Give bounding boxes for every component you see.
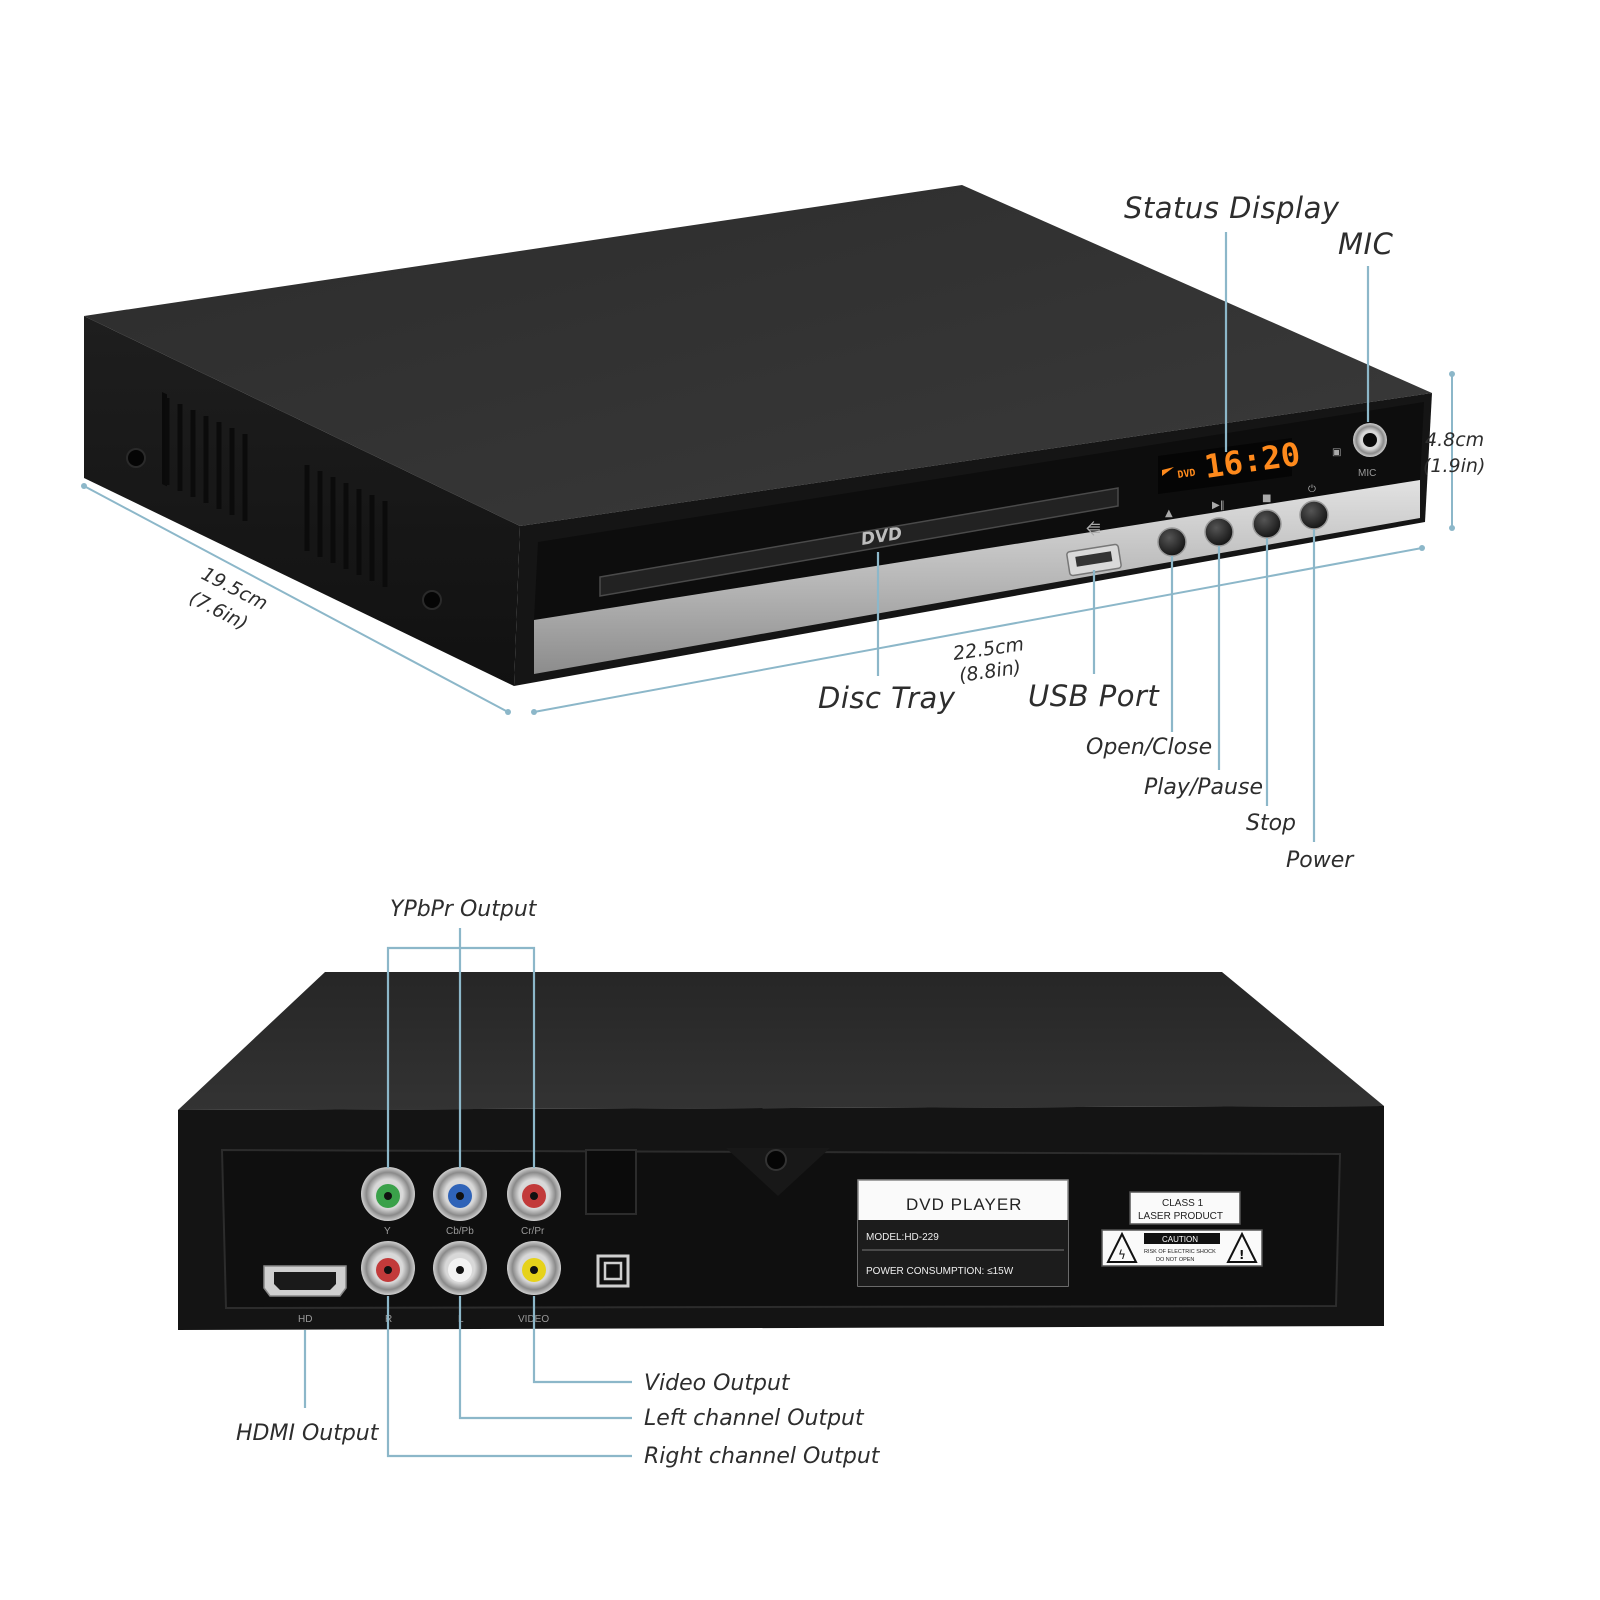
dimension-lines [83, 374, 1453, 713]
callout-ypbpr-output: YPbPr Output [390, 897, 538, 922]
callout-hdmi-output: HDMI Output [236, 1421, 380, 1446]
callout-power: Power [1286, 848, 1355, 873]
usb-port-inner [1075, 551, 1113, 567]
callout-usb-port: USB Port [1028, 679, 1160, 713]
mic-jack-label: MIC [1358, 468, 1376, 479]
callout-mic: MIC [1338, 227, 1394, 261]
svg-text:ϟ: ϟ [1118, 1248, 1126, 1262]
double-insulation-icon [596, 1254, 630, 1288]
jack-l[interactable] [433, 1241, 487, 1295]
caution-title: CAUTION [1162, 1235, 1198, 1244]
rear-notch [726, 1148, 830, 1196]
disc-tray-slot [599, 487, 1119, 597]
side-screw-rear [422, 590, 442, 610]
rear-view: HD Y [178, 897, 1384, 1469]
callout-play-pause: Play/Pause [1144, 775, 1263, 800]
callout-left-channel-output: Left channel Output [644, 1406, 865, 1431]
ir-icon: ▣ [1332, 447, 1341, 458]
laser-product: LASER PRODUCT [1138, 1211, 1223, 1222]
power-icon: ⏻ [1308, 484, 1316, 495]
laser-class-label [1129, 1191, 1241, 1225]
shock-warning-icon [1106, 1231, 1138, 1263]
mic-jack-hole [1363, 433, 1377, 447]
status-display-mode: DVD [1177, 468, 1196, 481]
eject-icon: ▲ [1165, 508, 1173, 519]
laser-class: CLASS 1 [1162, 1198, 1204, 1209]
usb-icon: ⭅ [1086, 520, 1100, 539]
jack-cr-pr[interactable] [507, 1167, 561, 1221]
side-vents [164, 398, 388, 587]
jack-label-y: Y [384, 1226, 391, 1237]
stop-icon: ■ [1262, 493, 1271, 504]
height-in: (1.9in) [1423, 455, 1485, 477]
callout-status-display: Status Display [1124, 191, 1340, 225]
open-close-button[interactable] [1157, 527, 1187, 557]
silver-trim [534, 480, 1420, 674]
callout-disc-tray: Disc Tray [818, 681, 956, 715]
front-leader-lines [876, 232, 1370, 842]
play-pause-button[interactable] [1204, 517, 1234, 547]
jack-r[interactable] [361, 1241, 415, 1295]
front-view: DVD ⭅ DVD 16:20 ▲ ▶‖ ■ ⏻ ▣ MIC [81, 185, 1485, 873]
status-display-window [1158, 438, 1292, 494]
product-label-title: DVD PLAYER [906, 1195, 1022, 1214]
jack-video[interactable] [507, 1241, 561, 1295]
dimension-endpoints [81, 371, 1455, 715]
hdmi-port-inner [274, 1272, 336, 1290]
rear-screw [765, 1149, 787, 1171]
caution-warning-1: RISK OF ELECTRIC SHOCK [1144, 1249, 1216, 1255]
jack-y[interactable] [361, 1167, 415, 1221]
callout-open-close: Open/Close [1086, 735, 1212, 760]
rear-leader-lines [303, 928, 632, 1458]
product-label-model: MODEL:HD-229 [866, 1232, 939, 1243]
jack-label-cb-pb: Cb/Pb [446, 1226, 474, 1237]
product-label-power: POWER CONSUMPTION: ≤15W [866, 1266, 1014, 1277]
power-button[interactable] [1299, 500, 1329, 530]
display-play-indicator [1162, 467, 1174, 476]
play-pause-icon: ▶‖ [1212, 500, 1225, 511]
callout-video-output: Video Output [644, 1371, 791, 1396]
caution-warning-icon [1226, 1231, 1258, 1263]
caution-warning-2: DO NOT OPEN [1156, 1257, 1194, 1263]
callout-stop: Stop [1246, 811, 1296, 836]
jack-label-cr-pr: Cr/Pr [521, 1226, 545, 1237]
rear-tab [585, 1149, 637, 1215]
callout-right-channel-output: Right channel Output [644, 1444, 881, 1469]
rear-top-surface [178, 972, 1384, 1110]
button-icons: ▲ ▶‖ ■ ⏻ ▣ [1165, 447, 1341, 519]
stop-button[interactable] [1252, 509, 1282, 539]
svg-text:!: ! [1239, 1248, 1244, 1262]
top-surface [84, 185, 1432, 526]
jack-cb-pb[interactable] [433, 1167, 487, 1221]
side-screw-front [126, 448, 146, 468]
height-cm: 4.8cm [1425, 429, 1484, 451]
left-side-panel [84, 316, 520, 686]
jack-label-hd: HD [298, 1314, 312, 1325]
